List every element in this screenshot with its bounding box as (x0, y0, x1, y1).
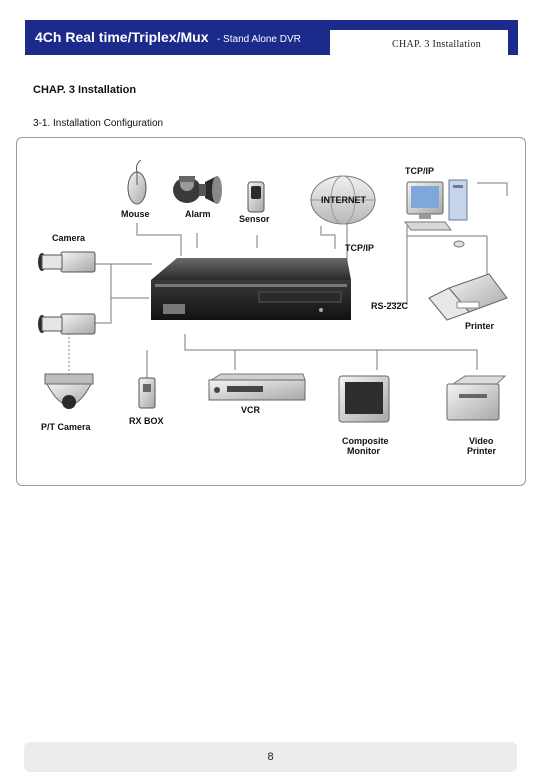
internet-label: INTERNET (321, 195, 367, 205)
page-header: 4Ch Real time/Triplex/Mux - Stand Alone … (25, 20, 518, 55)
header-subtitle: - Stand Alone DVR (216, 34, 301, 45)
composite-monitor-icon (338, 375, 390, 423)
page-number: 8 (267, 751, 274, 763)
mouse-icon (127, 159, 147, 205)
video-printer-label-line1: Video (469, 436, 494, 446)
header-title: 4Ch Real time/Triplex/Mux (35, 29, 209, 45)
camera-icon-1 (38, 251, 96, 273)
rs232c-label: RS-232C (371, 301, 409, 311)
header-title-group: 4Ch Real time/Triplex/Mux - Stand Alone … (35, 29, 301, 47)
alarm-label: Alarm (185, 209, 211, 219)
rx-box-icon (138, 377, 156, 409)
printer-icon (428, 273, 508, 321)
internet-globe-icon (310, 175, 376, 225)
dvr-unit-icon (151, 258, 351, 320)
tcpip-top-label: TCP/IP (405, 166, 434, 176)
video-printer-label-line2: Printer (467, 446, 497, 456)
video-printer-icon (446, 375, 507, 421)
pt-camera-label: P/T Camera (41, 422, 92, 432)
pt-camera-icon (44, 373, 94, 409)
rx-box-label: RX BOX (129, 416, 164, 426)
camera-icon-2 (38, 313, 96, 335)
header-chapter-box: CHAP. 3 Installation (330, 30, 508, 55)
composite-monitor-label-line2: Monitor (347, 446, 380, 456)
sensor-icon (247, 181, 265, 213)
printer-label: Printer (465, 321, 495, 331)
installation-diagram-svg: Mouse Alarm Sensor INTERNET TCP/IP TCP/I… (38, 159, 508, 456)
mouse-label: Mouse (121, 209, 150, 219)
connection-lines (93, 182, 508, 378)
sensor-label: Sensor (239, 214, 270, 224)
tcpip-middle-label: TCP/IP (345, 243, 374, 253)
vcr-label: VCR (241, 405, 261, 415)
section-heading: 3-1. Installation Configuration (33, 118, 164, 129)
camera-label: Camera (52, 233, 86, 243)
page-footer: 8 (24, 742, 517, 772)
composite-monitor-label-line1: Composite (342, 436, 389, 446)
vcr-icon (208, 373, 306, 401)
pc-icon (404, 179, 468, 248)
alarm-icon (173, 176, 222, 204)
chapter-heading: CHAP. 3 Installation (33, 84, 137, 96)
header-chapter-label: CHAP. 3 Installation (392, 39, 482, 50)
installation-diagram: Mouse Alarm Sensor INTERNET TCP/IP TCP/I… (16, 137, 526, 486)
